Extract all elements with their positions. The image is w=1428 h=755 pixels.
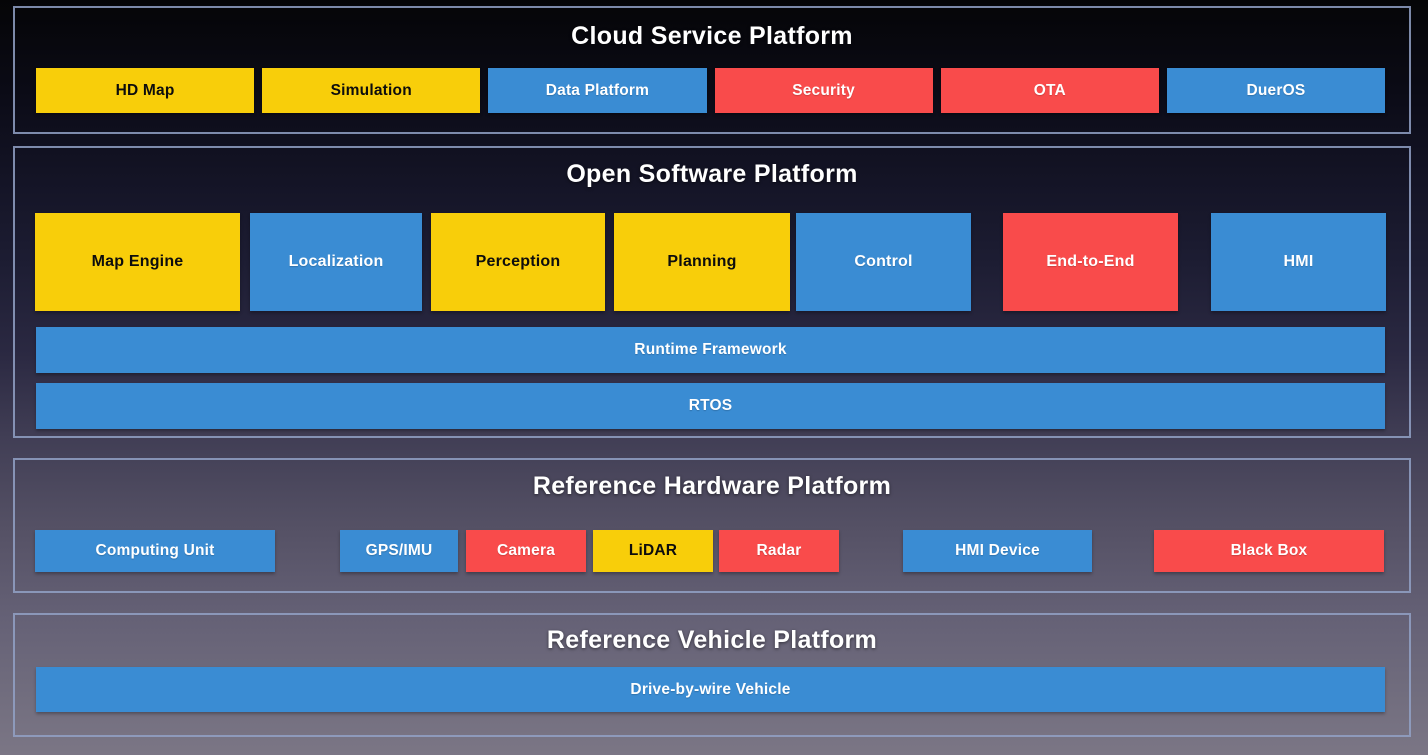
bar-drive-by-wire-vehicle: Drive-by-wire Vehicle bbox=[36, 667, 1385, 712]
box-end-to-end: End-to-End bbox=[1003, 213, 1178, 311]
box-map-engine: Map Engine bbox=[35, 213, 240, 311]
bar-rtos: RTOS bbox=[36, 383, 1385, 429]
open-software-platform-panel: Open Software Platform Map Engine Locali… bbox=[13, 146, 1411, 438]
box-gps-imu: GPS/IMU bbox=[340, 530, 458, 572]
box-ota: OTA bbox=[940, 68, 1159, 113]
reference-hardware-platform-panel: Reference Hardware Platform Computing Un… bbox=[13, 458, 1411, 593]
box-perception: Perception bbox=[431, 213, 605, 311]
box-camera: Camera bbox=[466, 530, 586, 572]
reference-hardware-platform-title: Reference Hardware Platform bbox=[532, 472, 892, 500]
reference-vehicle-platform-panel: Reference Vehicle Platform Drive-by-wire… bbox=[13, 613, 1411, 737]
box-localization: Localization bbox=[250, 213, 422, 311]
cloud-service-platform-title: Cloud Service Platform bbox=[571, 22, 853, 50]
box-data-platform: Data Platform bbox=[488, 68, 707, 113]
box-computing-unit: Computing Unit bbox=[35, 530, 275, 572]
bar-runtime-framework: Runtime Framework bbox=[36, 327, 1385, 373]
cloud-services-row: HD Map Simulation Data Platform Security… bbox=[36, 68, 1386, 113]
reference-vehicle-platform-title: Reference Vehicle Platform bbox=[546, 626, 878, 654]
box-security: Security bbox=[714, 68, 933, 113]
box-black-box: Black Box bbox=[1154, 530, 1384, 572]
box-hd-map: HD Map bbox=[36, 68, 255, 113]
box-simulation: Simulation bbox=[262, 68, 481, 113]
box-planning: Planning bbox=[614, 213, 790, 311]
box-hmi-device: HMI Device bbox=[903, 530, 1092, 572]
box-radar: Radar bbox=[719, 530, 839, 572]
box-lidar: LiDAR bbox=[593, 530, 713, 572]
cloud-service-platform-panel: Cloud Service Platform HD Map Simulation… bbox=[13, 6, 1411, 134]
box-hmi: HMI bbox=[1211, 213, 1386, 311]
box-control: Control bbox=[796, 213, 971, 311]
open-software-platform-title: Open Software Platform bbox=[566, 160, 858, 188]
box-dueros: DuerOS bbox=[1166, 68, 1386, 113]
